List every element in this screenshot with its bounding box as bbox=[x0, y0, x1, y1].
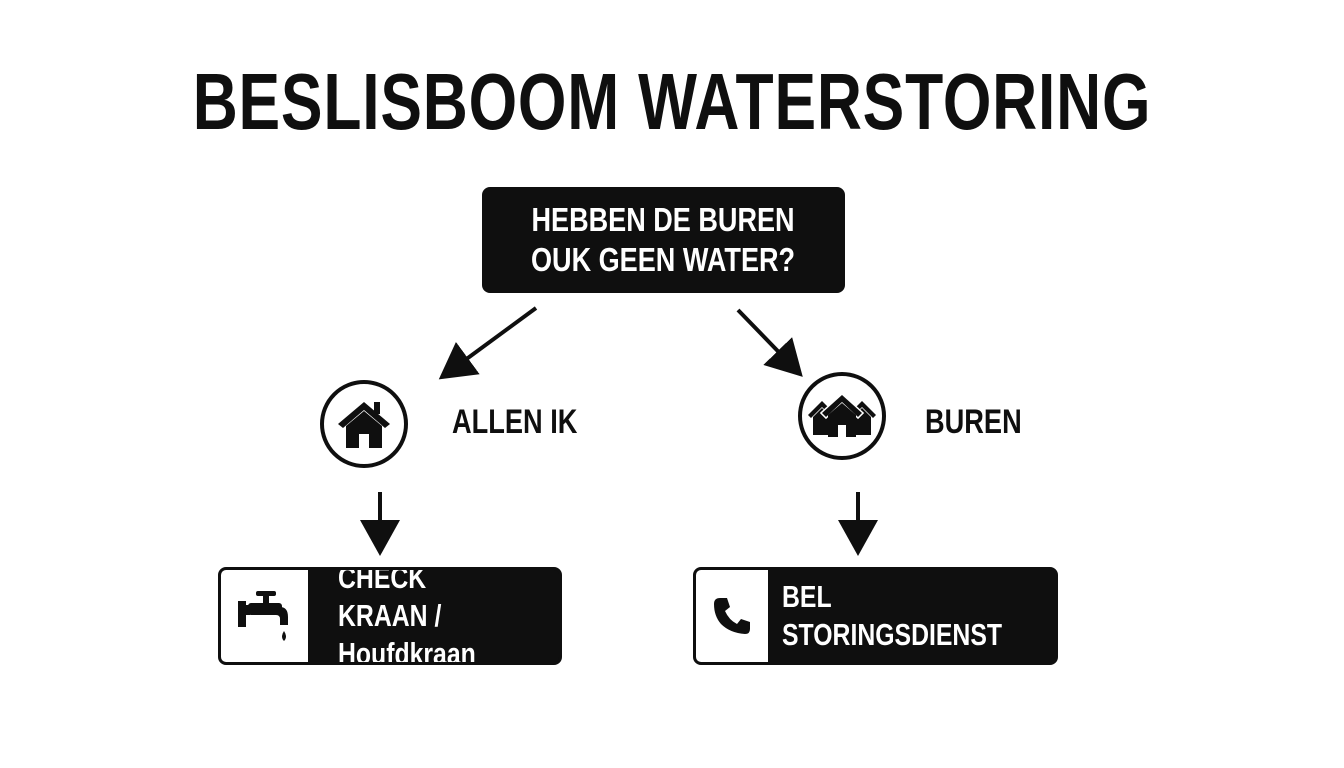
diagram-title: BESLISBOOM WATERSTORING bbox=[192, 57, 1152, 146]
action-icon-cell bbox=[696, 570, 768, 662]
branch-label-alone: ALLEN IK bbox=[452, 403, 578, 441]
arrow-question-to-right bbox=[736, 308, 803, 377]
branch-label-neighbors: BUREN bbox=[925, 403, 1022, 441]
neighbors-branch-node bbox=[798, 372, 886, 460]
neighborhood-houses-icon bbox=[808, 393, 876, 437]
phone-icon bbox=[714, 598, 750, 634]
action-call-service: BEL STORINGSDIENST bbox=[693, 567, 1058, 665]
action-text-check-tap: CHECK KRAAN / Houfdkraan bbox=[338, 567, 476, 665]
question-text: HEBBEN DE BUREN OUK GEEN WATER? bbox=[531, 201, 796, 278]
action-text-cell: BEL STORINGSDIENST bbox=[768, 570, 1055, 662]
question-node: HEBBEN DE BUREN OUK GEEN WATER? bbox=[482, 187, 845, 293]
action-text-cell: CHECK KRAAN / Houfdkraan bbox=[308, 570, 559, 662]
action-text-call-service: BEL STORINGSDIENST bbox=[782, 579, 1003, 652]
arrow-question-to-left bbox=[438, 306, 538, 380]
house-icon bbox=[338, 402, 390, 448]
action-check-tap: CHECK KRAAN / Houfdkraan bbox=[218, 567, 562, 665]
faucet-icon bbox=[237, 591, 288, 641]
alone-branch-node bbox=[320, 380, 408, 468]
action-icon-cell bbox=[221, 570, 308, 662]
